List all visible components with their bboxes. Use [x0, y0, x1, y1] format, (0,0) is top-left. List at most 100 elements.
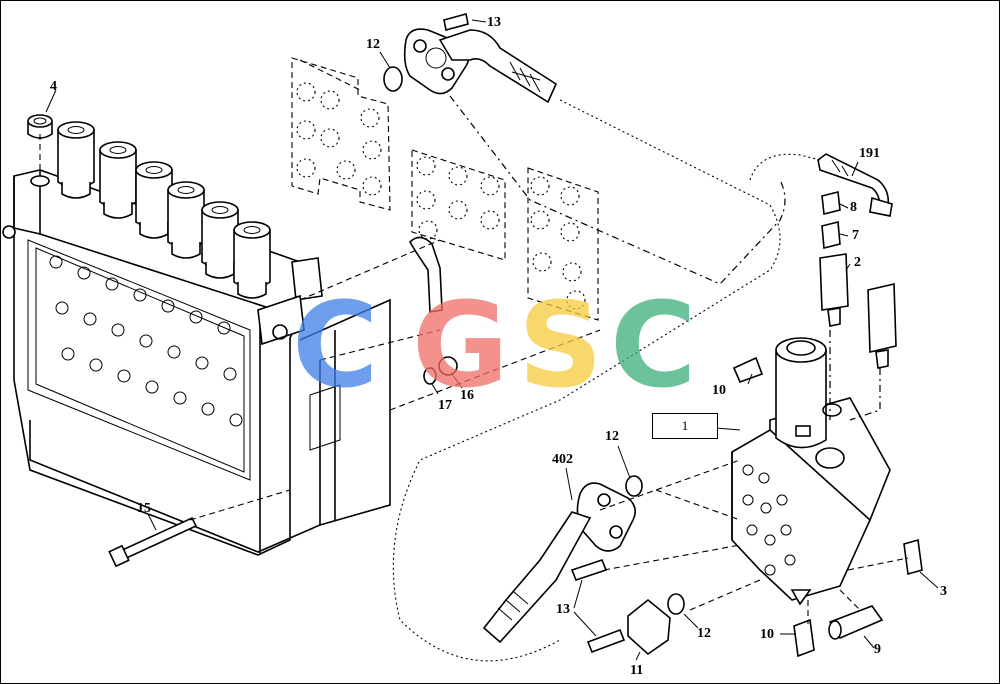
label-10-lower: 10 [760, 627, 774, 642]
gasket-hole [145, 380, 159, 394]
elbow-fitting [408, 236, 458, 385]
gasket-hole [360, 108, 380, 128]
gasket-hole [133, 288, 147, 302]
label-191: 191 [859, 146, 880, 161]
label-10-upper: 10 [712, 383, 726, 398]
sensor-9 [828, 605, 884, 640]
label-9: 9 [874, 642, 881, 657]
gasket-hole [77, 266, 91, 280]
watermark-letter-s: S [518, 276, 603, 414]
valve-hole [764, 564, 776, 576]
gasket-hole [560, 222, 580, 242]
label-15: 15 [137, 501, 151, 516]
label-3: 3 [940, 584, 947, 599]
gasket-hole [105, 277, 119, 291]
gasket-hole [201, 402, 215, 416]
gasket-hole [83, 312, 97, 326]
solenoid-cylinder [135, 161, 173, 239]
top-flange-hose [383, 13, 558, 104]
solenoid-cylinder [167, 181, 205, 259]
gasket-hole [296, 158, 316, 178]
solenoid-row [57, 121, 271, 299]
fitting-10-lower [793, 618, 815, 658]
gasket-hole [448, 200, 468, 220]
connection-lines [39, 59, 909, 662]
gasket-hole [117, 369, 131, 383]
label-8: 8 [850, 200, 857, 215]
solenoid-cylinder [201, 201, 239, 279]
watermark-letter-g: G [412, 276, 509, 414]
gasket-hole [362, 140, 382, 160]
label-16: 16 [460, 388, 474, 403]
gasket-hole [562, 262, 582, 282]
label-12-bottom: 12 [697, 626, 711, 641]
gaskets [291, 57, 599, 321]
label-7: 7 [852, 228, 859, 243]
label-4: 4 [50, 79, 57, 94]
valve-hole [764, 534, 776, 546]
plug-3 [903, 538, 923, 576]
valve-hole [780, 524, 792, 536]
label-12-mid: 12 [605, 429, 619, 444]
gasket-hole [362, 176, 382, 196]
fittings-8-7-2 [819, 191, 897, 369]
valve-hole [760, 502, 772, 514]
valve-hole [784, 554, 796, 566]
gasket-hole [416, 190, 436, 210]
label-17: 17 [438, 398, 452, 413]
leader-lines [45, 19, 939, 661]
gasket-hole [480, 210, 500, 230]
gasket-hole [532, 252, 552, 272]
hose-191 [817, 153, 893, 217]
gasket-hole [229, 413, 243, 427]
gasket-hole [448, 166, 468, 186]
gasket-hole [111, 323, 125, 337]
lower-flange-hose-402 [482, 475, 685, 656]
label-2: 2 [854, 255, 861, 270]
gasket-hole [217, 321, 231, 335]
gasket-hole [296, 82, 316, 102]
gasket-hole [560, 186, 580, 206]
gasket-hole [49, 255, 63, 269]
gasket-hole [195, 356, 209, 370]
valve-hole [758, 472, 770, 484]
gasket-hole [530, 176, 550, 196]
solenoid-cylinder [233, 221, 271, 299]
label-12-top: 12 [366, 37, 380, 52]
gasket-hole [55, 301, 69, 315]
gasket-hole [336, 160, 356, 180]
watermark-letter-c2: C [610, 276, 697, 414]
gasket-hole [139, 334, 153, 348]
cap-4 [27, 114, 53, 139]
solenoid-cylinder [99, 141, 137, 219]
gasket-hole [223, 367, 237, 381]
gasket-hole [416, 156, 436, 176]
gasket-hole [161, 299, 175, 313]
solenoid-cylinder [57, 121, 95, 199]
gasket-hole [480, 176, 500, 196]
gasket-hole [189, 310, 203, 324]
gasket-hole [296, 120, 316, 140]
assembly-box-label: 1 [652, 413, 718, 439]
gasket-hole [418, 220, 438, 240]
label-11: 11 [630, 663, 644, 678]
gasket-hole [173, 391, 187, 405]
gasket-hole [320, 90, 340, 110]
valve-hole [776, 494, 788, 506]
gasket-hole [89, 358, 103, 372]
fitting-10-upper [732, 356, 764, 384]
bolt-15 [108, 516, 198, 568]
label-13-top: 13 [487, 15, 501, 30]
valve-hole [746, 524, 758, 536]
valve-hole [742, 494, 754, 506]
gasket-hole [320, 128, 340, 148]
gasket-hole [566, 290, 586, 310]
label-402: 402 [552, 452, 573, 467]
gasket-hole [61, 347, 75, 361]
gasket-hole [530, 210, 550, 230]
gasket-hole [167, 345, 181, 359]
label-13-bottom: 13 [556, 602, 570, 617]
watermark-letter-c1: C [292, 276, 379, 414]
valve-hole [742, 464, 754, 476]
